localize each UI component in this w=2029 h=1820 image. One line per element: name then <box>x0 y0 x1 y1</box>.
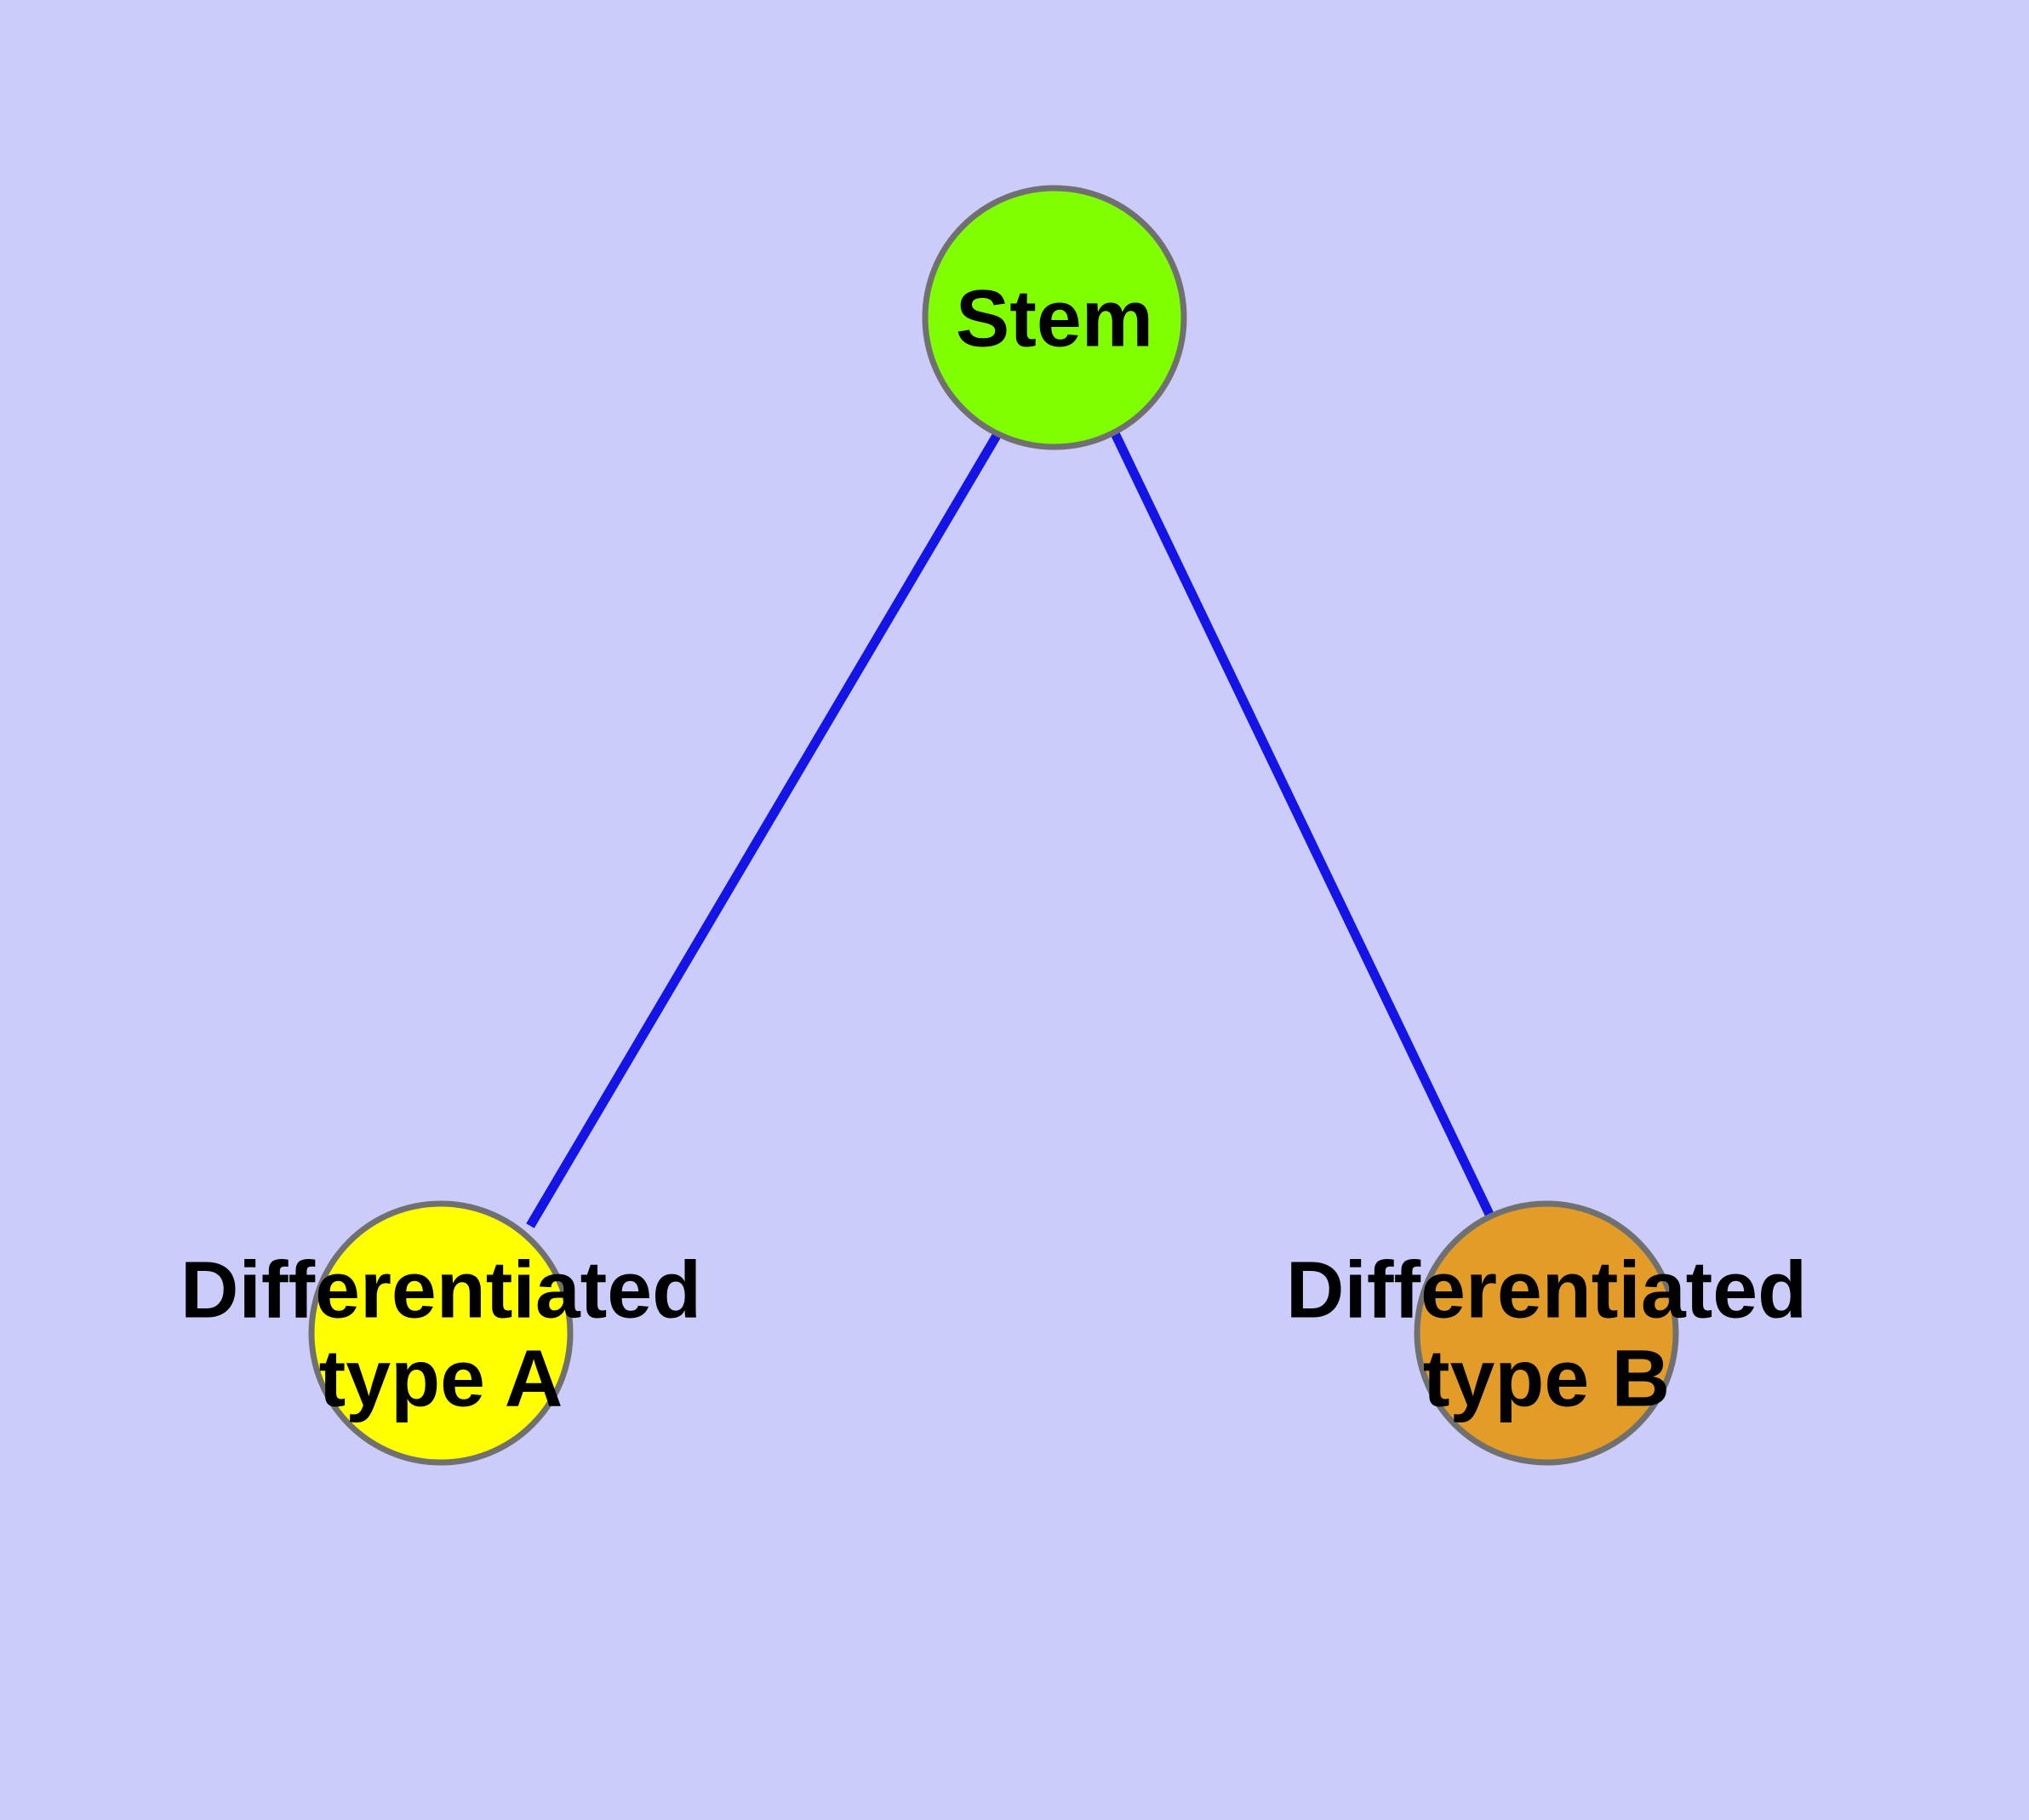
node-label-stem: Stem <box>956 273 1153 363</box>
node-label-line: type B <box>1423 1333 1670 1423</box>
edge-stem-to-diff-a[interactable] <box>526 432 1002 1228</box>
node-diff-a[interactable] <box>308 1200 574 1466</box>
edge-stem-to-diff-b[interactable] <box>1110 429 1500 1229</box>
node-label-line: type A <box>319 1333 563 1423</box>
node-label-line: Differentiated <box>1286 1245 1807 1335</box>
node-label-line: Stem <box>956 273 1153 363</box>
node-label-line: Differentiated <box>180 1245 701 1335</box>
node-diff-b[interactable] <box>1414 1200 1679 1466</box>
node-stem[interactable] <box>922 185 1187 450</box>
edges-layer <box>526 429 1500 1229</box>
nodes-layer <box>308 185 1679 1466</box>
